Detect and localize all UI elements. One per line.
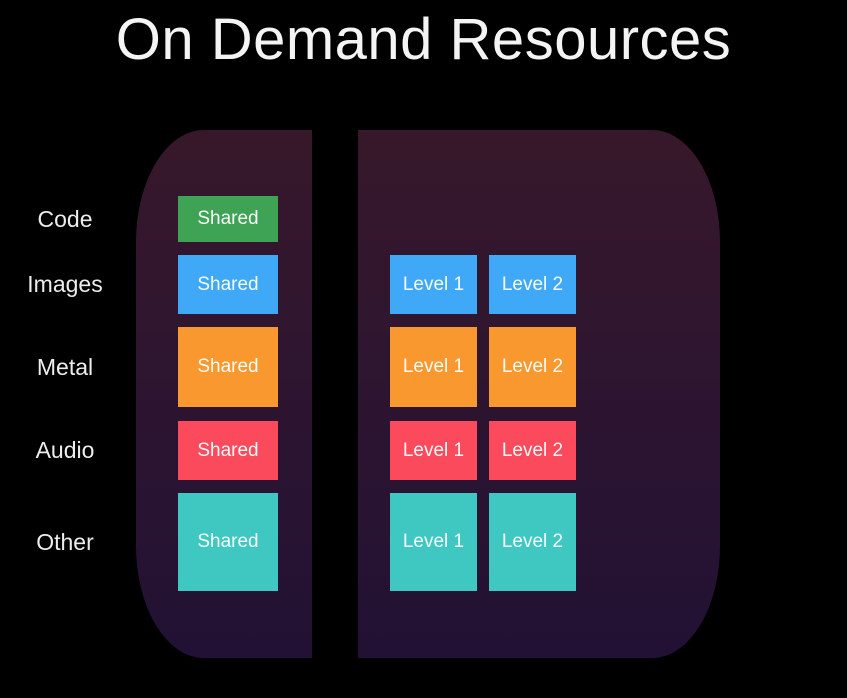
level2-box-audio: Level 2: [489, 421, 576, 480]
level1-box-audio: Level 1: [390, 421, 477, 480]
level2-box-images: Level 2: [489, 255, 576, 314]
shared-box-images: Shared: [178, 255, 278, 314]
level1-box-metal: Level 1: [390, 327, 477, 407]
row-label-metal: Metal: [36, 353, 94, 380]
row-label-code: Code: [37, 205, 93, 232]
row-label-other: Other: [36, 528, 94, 555]
shared-box-metal: Shared: [178, 327, 278, 407]
level1-box-images: Level 1: [390, 255, 477, 314]
level2-box-other: Level 2: [489, 493, 576, 591]
row-label-audio: Audio: [35, 437, 95, 463]
row-label-images: Images: [27, 271, 103, 297]
shared-box-audio: Shared: [178, 421, 278, 480]
page-title: On Demand Resources: [115, 7, 732, 72]
shared-box-other: Shared: [178, 493, 278, 591]
level1-box-other: Level 1: [390, 493, 477, 591]
shared-box-code: Shared: [178, 196, 278, 242]
level2-box-metal: Level 2: [489, 327, 576, 407]
